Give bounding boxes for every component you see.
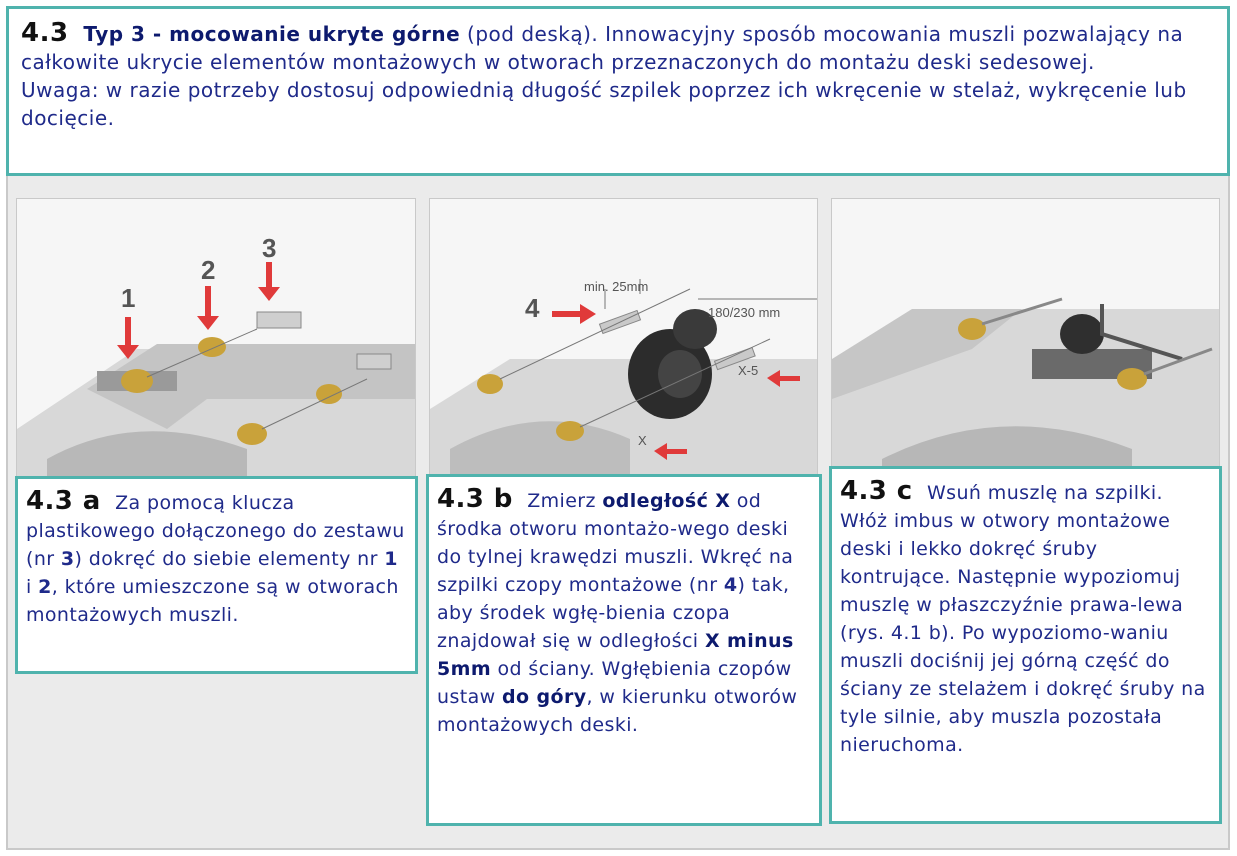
x5-label: X-5 [738, 363, 758, 378]
step-b-text-5: , w kierunku otworów montażowych deski. [437, 686, 798, 736]
distance-label: 180/230 mm [708, 305, 780, 320]
section-title: Typ 3 - mocowanie ukryte górne [83, 22, 461, 46]
section-intro: (pod deską). Innowacyjny sposób mocowani… [21, 22, 1184, 74]
label-1: 1 [121, 283, 135, 313]
step-a-text-1: Za pomocą klucza plastikowego dołączoneg… [26, 492, 405, 570]
step-b-text-4: od ściany. Wgłębienia czopów ustaw [437, 658, 792, 708]
step-b-emph-1: odległość X [602, 490, 731, 512]
step-a-ref-1: 1 [384, 548, 398, 570]
step-a-ref-3: 3 [60, 548, 75, 570]
step-b-emph-3: X minus 5mm [437, 630, 794, 680]
step-b-text-1: Zmierz [527, 490, 603, 512]
step-c-box: 4.3 c Wsuń muszlę na szpilki. Włóż imbus… [829, 466, 1222, 824]
step-c-text: Wsuń muszlę na szpilki. Włóż imbus w otw… [840, 482, 1206, 756]
illustration-b: min. 25mm 180/230 mm X-5 X 4 [429, 198, 818, 488]
step-c-number: 4.3 c [840, 476, 913, 506]
x-label: X [638, 433, 647, 448]
step-a-number: 4.3 a [26, 486, 101, 516]
step-a-text-4: , które umieszczone są w otworach montaż… [26, 576, 399, 626]
step-a-text-3: i [26, 576, 39, 598]
step-a-box: 4.3 a Za pomocą klucza plastikowego dołą… [15, 476, 418, 674]
section-note: Uwaga: w razie potrzeby dostosuj odpowie… [21, 78, 1187, 130]
label-3: 3 [262, 233, 276, 263]
step-b-emph-2: 4 [723, 574, 738, 596]
label-4: 4 [525, 293, 540, 323]
step-b-emph-4: do góry [502, 686, 587, 708]
header-box: 4.3 Typ 3 - mocowanie ukryte górne (pod … [6, 6, 1230, 176]
step-a-ref-2: 2 [38, 576, 52, 598]
label-2: 2 [201, 255, 215, 285]
min-length-label: min. 25mm [584, 279, 648, 294]
illustration-c [831, 198, 1220, 488]
section-number: 4.3 [21, 18, 69, 48]
step-b-number: 4.3 b [437, 484, 513, 514]
illustration-a: 1 2 3 [16, 198, 416, 488]
step-a-text-2: ) dokręć do siebie elementy nr [74, 548, 385, 570]
step-b-box: 4.3 b Zmierz odległość X od środka otwor… [426, 474, 822, 826]
step-b-text-3: ) tak, aby środek wgłę-bienia czopa znaj… [437, 574, 790, 652]
step-b-text-2: od środka otworu montażo-wego deski do t… [437, 490, 794, 596]
